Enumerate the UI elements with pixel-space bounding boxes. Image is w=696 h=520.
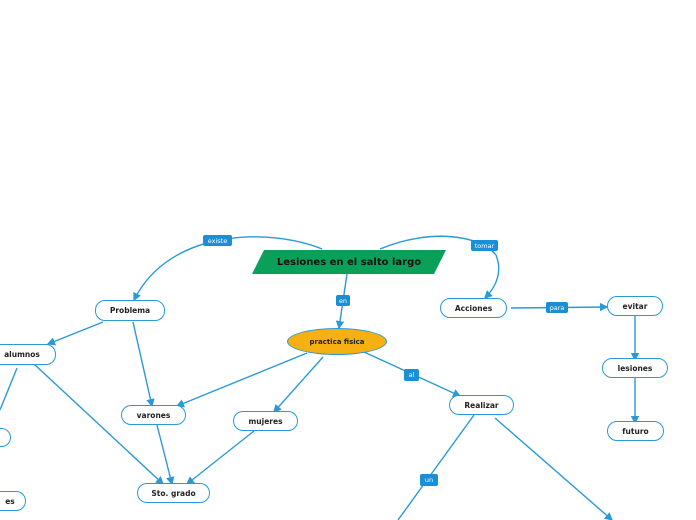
- line-problema-alumnos: [46, 321, 104, 346]
- line-realizar-un: [397, 414, 475, 520]
- line-alumnos-sto: [33, 363, 165, 485]
- node-mujeres[interactable]: mujeres: [233, 411, 298, 431]
- node-alumnos[interactable]: alumnos: [0, 344, 56, 365]
- line-mujeres-sto: [185, 430, 255, 485]
- link-label-un[interactable]: un: [420, 474, 438, 486]
- central-topic-label: Lesiones en el salto largo: [276, 256, 422, 268]
- node-lesiones[interactable]: lesiones: [602, 358, 668, 378]
- node-problema[interactable]: Problema: [95, 300, 165, 321]
- line-center-mujeres: [273, 356, 324, 414]
- line-varones-sto: [156, 424, 175, 486]
- node-practica-fisica[interactable]: practica fisica: [287, 328, 387, 355]
- title-shape: [252, 250, 446, 274]
- line-problema-varones: [132, 321, 155, 408]
- node-acciones[interactable]: Acciones: [440, 298, 507, 318]
- central-topic[interactable]: Lesiones en el salto largo: [252, 250, 446, 274]
- link-label-en[interactable]: en: [336, 295, 350, 306]
- line-center-varones: [175, 352, 308, 408]
- line-alumnos-left: [0, 367, 18, 411]
- node-sto-grado[interactable]: Sto. grado: [137, 483, 210, 503]
- node-varones[interactable]: varones: [121, 405, 186, 425]
- node-partial-es[interactable]: es: [0, 491, 26, 511]
- link-label-al[interactable]: al: [404, 369, 419, 381]
- link-label-existe[interactable]: existe: [203, 235, 232, 246]
- node-futuro[interactable]: futuro: [607, 421, 664, 441]
- link-label-tomar[interactable]: tomar: [471, 240, 498, 251]
- line-realizar-right: [494, 417, 614, 520]
- node-realizar[interactable]: Realizar: [449, 395, 514, 415]
- link-label-para[interactable]: para: [546, 302, 568, 313]
- node-evitar[interactable]: evitar: [607, 296, 663, 316]
